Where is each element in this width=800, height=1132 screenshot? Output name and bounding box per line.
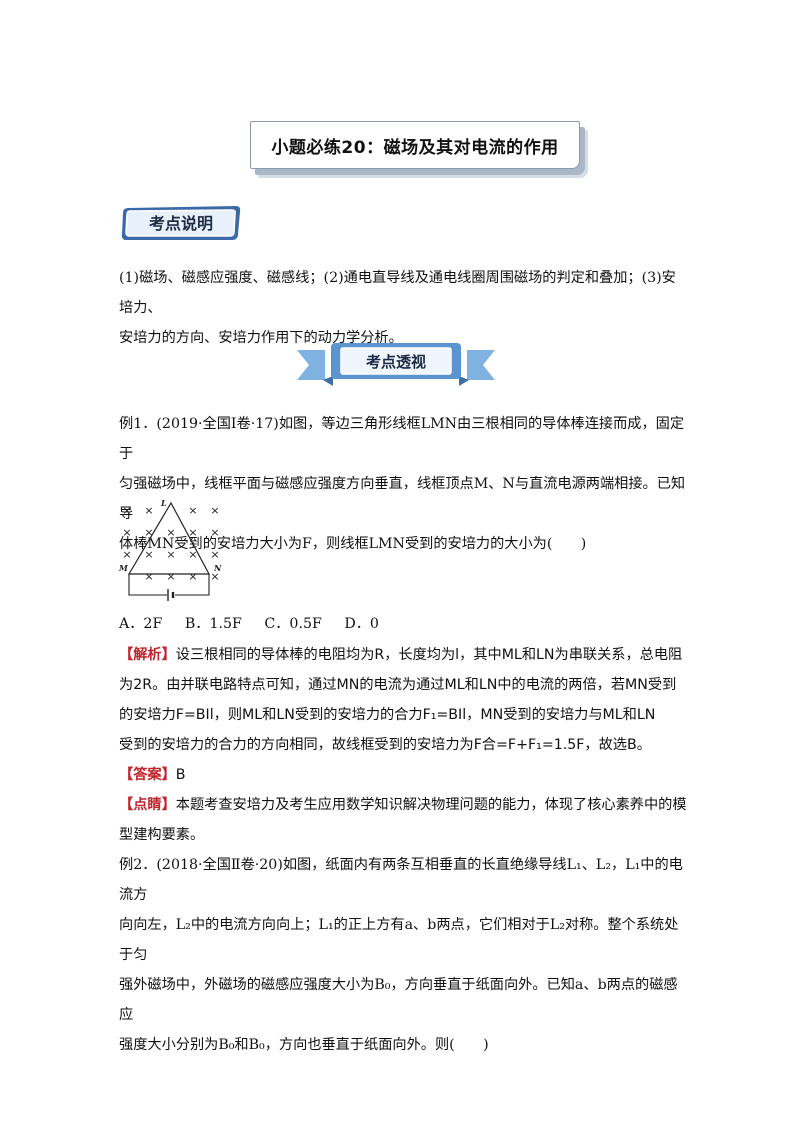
- field-mark: ×: [144, 504, 153, 517]
- example2-text: 例2．(2018·全国Ⅱ卷·20)如图，纸面内有两条互相垂直的长直绝缘导线L₁、…: [119, 850, 689, 1060]
- page-title: 小题必练20：磁场及其对电流的作用: [271, 137, 559, 158]
- example1-text: 例1．(2019·全国Ⅰ卷·17)如图，等边三角形线框LMN由三根相同的导体棒连…: [119, 409, 689, 559]
- comment-line-1: 【点睛】本题考查安培力及考生应用数学知识解决物理问题的能力，体现了核心素养中的模: [119, 797, 687, 813]
- field-mark: ×: [188, 570, 197, 583]
- answer-line: 【答案】B: [119, 760, 689, 790]
- example1-line-2: 匀强磁场中，线框平面与磁感应强度方向垂直，线框顶点M、N与直流电源两端相接。已知…: [119, 476, 686, 522]
- comment-line-2: 型建构要素。: [119, 827, 205, 843]
- analysis-line-1: 【解析】设三根相同的导体棒的电阻均为R，长度均为l，其中ML和LN为串联关系，总…: [119, 647, 683, 663]
- section-badge-explain: 考点说明: [121, 206, 241, 240]
- field-mark: ×: [144, 570, 153, 583]
- intro-line-2: 安培力的方向、安培力作用下的动力学分析。: [119, 330, 403, 346]
- analysis-line-4: 受到的安培力的合力的方向相同，故线框受到的安培力为F合=F+F₁=1.5F，故选…: [119, 737, 651, 753]
- vertex-n-label: N: [213, 563, 222, 573]
- field-mark: ×: [188, 504, 197, 517]
- field-mark: ×: [122, 504, 131, 517]
- example2-line-4: 强度大小分别为B₀和B₀，方向也垂直于纸面向外。则( ): [119, 1037, 489, 1053]
- title-box: 小题必练20：磁场及其对电流的作用: [250, 121, 580, 169]
- field-mark: ×: [188, 526, 197, 539]
- title-banner: 小题必练20：磁场及其对电流的作用: [250, 121, 586, 175]
- example1-line-1: 例1．(2019·全国Ⅰ卷·17)如图，等边三角形线框LMN由三根相同的导体棒连…: [119, 416, 685, 462]
- example2-line-3: 强外磁场中，外磁场的磁感应强度大小为B₀，方向垂直于纸面向外。已知a、b两点的磁…: [119, 977, 678, 1023]
- badge-insight-text: 考点透视: [366, 353, 426, 371]
- choice-a: A．2F: [119, 616, 163, 632]
- tag-answer: 【答案】: [119, 767, 176, 783]
- wire-right: [175, 574, 210, 596]
- field-mark: ×: [166, 548, 175, 561]
- vertex-l-label: L: [160, 498, 167, 508]
- tag-analysis: 【解析】: [119, 647, 176, 663]
- field-mark: ×: [210, 504, 219, 517]
- analysis-line-2: 为2R。由并联电路特点可知，通过MN的电流为通过ML和LN中的电流的两倍，若MN…: [119, 677, 677, 693]
- field-mark: ×: [188, 548, 197, 561]
- field-mark: ×: [122, 526, 131, 539]
- solution-block: 【解析】设三根相同的导体棒的电阻均为R，长度均为l，其中ML和LN为串联关系，总…: [119, 640, 689, 850]
- field-mark: ×: [210, 526, 219, 539]
- choice-c: C．0.5F: [264, 616, 322, 632]
- field-mark: ×: [166, 570, 175, 583]
- tag-comment: 【点睛】: [119, 797, 176, 813]
- intro-line-1: (1)磁场、磁感应强度、磁感线；(2)通电直导线及通电线圈周围磁场的判定和叠加；…: [119, 270, 676, 316]
- field-mark: ×: [210, 570, 219, 583]
- example1-line-3: 体棒MN受到的安培力大小为F，则线框LMN受到的安培力的大小为( ): [119, 536, 587, 552]
- field-mark: ×: [144, 548, 153, 561]
- field-mark: ×: [122, 548, 131, 561]
- analysis-line-3: 的安培力F=BIl，则ML和LN受到的安培力的合力F₁=BIl，MN受到的安培力…: [119, 707, 656, 723]
- triangle-frame: [127, 501, 211, 575]
- choice-b: B．1.5F: [184, 616, 242, 632]
- example2-line-2: 向向左，L₂中的电流方向向上；L₁的正上方有a、b两点，它们相对于L₂对称。整个…: [119, 917, 679, 963]
- answer-value: B: [175, 767, 186, 783]
- example1-choices: A．2F B．1.5F C．0.5F D．0: [119, 613, 397, 633]
- field-mark: ×: [210, 548, 219, 561]
- vertex-m-label: M: [118, 563, 129, 573]
- badge-explain-text: 考点说明: [149, 214, 213, 233]
- intro-text: (1)磁场、磁感应强度、磁感线；(2)通电直导线及通电线圈周围磁场的判定和叠加；…: [119, 263, 689, 353]
- section-badge-insight: 考点透视: [297, 343, 495, 386]
- triangle-figure: × × × × × × × × × × × × × × × × × × L M …: [118, 498, 222, 601]
- field-mark: ×: [166, 526, 175, 539]
- choice-d: D．0: [344, 616, 379, 632]
- field-mark: ×: [144, 526, 153, 539]
- example2-line-1: 例2．(2018·全国Ⅱ卷·20)如图，纸面内有两条互相垂直的长直绝缘导线L₁、…: [119, 857, 683, 903]
- wire-left: [128, 574, 167, 596]
